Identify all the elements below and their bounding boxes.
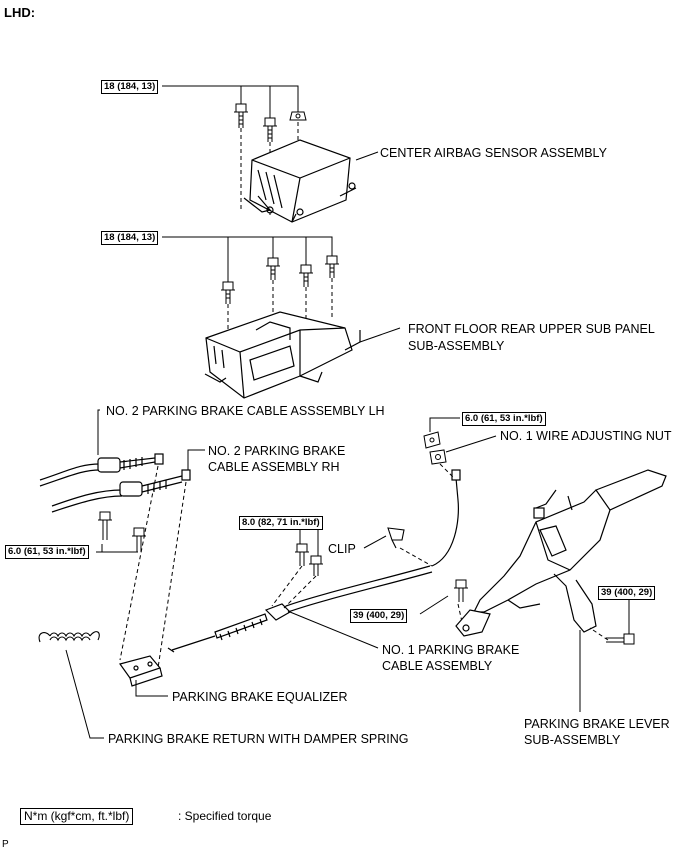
equalizer-drawing bbox=[119, 655, 163, 687]
torque-leaders-top bbox=[162, 85, 299, 118]
return-spring-drawing bbox=[38, 631, 100, 643]
cable-rh-drawing bbox=[51, 469, 191, 513]
leader-equalizer bbox=[135, 680, 168, 697]
bolt-icon bbox=[263, 117, 277, 142]
leader-cable-rh bbox=[187, 449, 205, 470]
cable-lh-drawing bbox=[39, 453, 164, 487]
torque-spec-box: 6.0 (61, 53 in.*lbf) bbox=[462, 412, 546, 426]
leader-torque-39-center bbox=[419, 595, 449, 615]
alignment-lever-bolt bbox=[589, 627, 609, 641]
leader-cable-no1 bbox=[289, 611, 379, 649]
nut-icon bbox=[289, 111, 307, 121]
alignment-lines-80 bbox=[271, 565, 317, 609]
bolt-icon bbox=[221, 281, 235, 304]
leader-airbag bbox=[355, 151, 379, 161]
alignment-nut bbox=[439, 463, 455, 479]
label-equalizer: PARKING BRAKE EQUALIZER bbox=[172, 690, 348, 704]
bolt-icon bbox=[295, 543, 309, 566]
torque-spec-box: 18 (184, 13) bbox=[101, 231, 159, 245]
label-cable-no1: NO. 1 PARKING BRAKE CABLE ASSEMBLY bbox=[382, 643, 520, 673]
leader-torque-left bbox=[96, 544, 138, 553]
leader-clip bbox=[363, 535, 387, 549]
label-wire-adjusting-nut: NO. 1 WIRE ADJUSTING NUT bbox=[500, 429, 672, 443]
bolt-icon bbox=[266, 257, 280, 280]
label-center-airbag-sensor: CENTER AIRBAG SENSOR ASSEMBLY bbox=[380, 146, 607, 160]
torque-spec-box: 8.0 (82, 71 in.*lbf) bbox=[239, 516, 323, 530]
cable-no1-drawing bbox=[167, 469, 461, 653]
label-cable-lh: NO. 2 PARKING BRAKE CABLE ASSSEMBLY LH bbox=[106, 404, 385, 418]
bolt-icon bbox=[606, 633, 635, 645]
center-airbag-sensor-drawing bbox=[243, 139, 357, 223]
bolt-icon bbox=[454, 579, 468, 602]
bolt-icon bbox=[234, 103, 248, 128]
leader-cable-lh bbox=[97, 409, 100, 455]
bolt-icon bbox=[299, 264, 313, 287]
page-title: LHD: bbox=[4, 5, 36, 20]
alignment-clip bbox=[399, 547, 433, 567]
parking-brake-lever-drawing bbox=[455, 469, 667, 637]
torque-spec-box: 39 (400, 29) bbox=[598, 586, 656, 600]
torque-spec-box: 39 (400, 29) bbox=[350, 609, 408, 623]
bolt-icon bbox=[132, 527, 146, 552]
label-parking-brake-lever: PARKING BRAKE LEVER SUB-ASSEMBLY bbox=[524, 717, 670, 747]
torque-spec-box: 18 (184, 13) bbox=[101, 80, 159, 94]
leader-spring bbox=[65, 649, 104, 739]
label-return-spring: PARKING BRAKE RETURN WITH DAMPER SPRING bbox=[108, 732, 409, 746]
bolt-icon bbox=[325, 255, 339, 278]
clip-drawing bbox=[387, 527, 405, 549]
nut-icon bbox=[429, 449, 447, 465]
legend-unit-box: N*m (kgf*cm, ft.*lbf) bbox=[20, 808, 134, 825]
leader-wire-nut bbox=[445, 435, 497, 453]
label-floor-panel: FRONT FLOOR REAR UPPER SUB PANEL SUB-ASS… bbox=[408, 322, 655, 353]
label-clip: CLIP bbox=[328, 542, 356, 556]
label-cable-rh: NO. 2 PARKING BRAKE CABLE ASSEMBLY RH bbox=[208, 444, 346, 474]
leader-torque-60-right bbox=[429, 417, 460, 432]
leader-floor-panel bbox=[359, 327, 401, 343]
figure-code: P bbox=[2, 839, 9, 850]
alignment-lines-equalizer bbox=[119, 465, 187, 669]
torque-leaders-mid bbox=[162, 236, 333, 282]
torque-spec-box: 6.0 (61, 53 in.*lbf) bbox=[5, 545, 89, 559]
bolt-icon bbox=[98, 511, 112, 540]
nut-icon bbox=[423, 431, 441, 449]
floor-panel-drawing bbox=[204, 311, 361, 399]
legend-description: : Specified torque bbox=[178, 809, 272, 823]
bolt-icon bbox=[309, 555, 323, 576]
